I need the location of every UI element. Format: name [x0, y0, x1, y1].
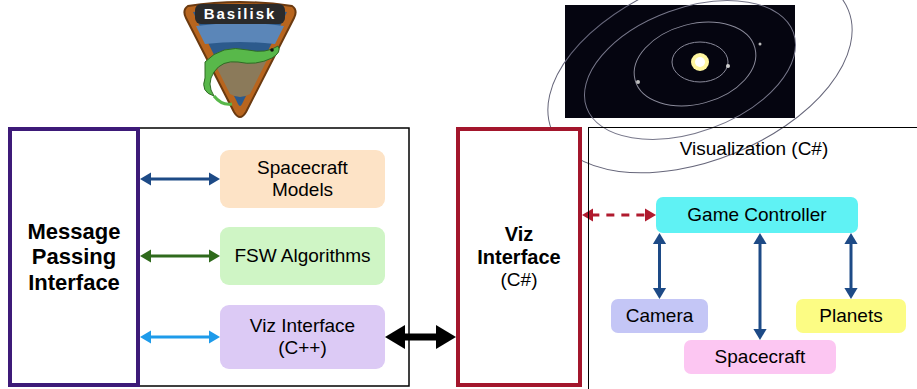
region-box: Visualization (C#) Game ControllerCamera P… [588, 127, 917, 389]
arrowhead [385, 325, 405, 349]
arrowhead [844, 233, 857, 244]
connector-line [850, 242, 853, 289]
connector [582, 208, 656, 221]
arrowhead [140, 330, 151, 343]
connector-line [149, 255, 210, 258]
process-box: Game Controller [656, 197, 858, 233]
node-label: Spacecraft Models [234, 157, 371, 201]
arrowhead [645, 208, 656, 221]
arrowhead [209, 330, 220, 343]
interface-panel: Message Passing Interface [8, 127, 140, 387]
process-box: Spacecraft [684, 340, 836, 374]
connector-line [591, 214, 646, 217]
connector [140, 330, 220, 343]
connector [844, 233, 857, 299]
basilisk-logo [184, 2, 295, 117]
arrowhead [753, 329, 766, 340]
arrowhead [436, 325, 456, 349]
arrowhead [753, 233, 766, 244]
node-label: Planets [819, 305, 882, 327]
connector-line [402, 334, 439, 341]
connector-line [149, 336, 210, 339]
connector-line [149, 178, 210, 181]
connector [385, 325, 456, 349]
arrowhead [653, 233, 666, 244]
node-label: Game Controller [687, 204, 826, 226]
arrowhead [140, 249, 151, 262]
connector [140, 172, 220, 185]
connector-line [759, 242, 762, 330]
process-box: Planets [796, 299, 906, 333]
arrowhead [844, 288, 857, 299]
process-box: Spacecraft Models [220, 150, 385, 208]
system-frame [9, 128, 409, 386]
connector [753, 233, 766, 340]
node-label: Viz Interface (C++) [234, 315, 371, 359]
connector [140, 249, 220, 262]
arrowhead [209, 172, 220, 185]
node-label: Visualization (C#) [669, 138, 839, 160]
node-label: Viz Interface [466, 223, 572, 269]
node-sublabel: (C#) [501, 269, 538, 291]
arrowhead [209, 249, 220, 262]
node-label: Camera [626, 305, 694, 327]
process-box: Camera [611, 299, 708, 333]
arrowhead [653, 288, 666, 299]
connector-line [658, 242, 661, 289]
process-box: FSW Algorithms [220, 227, 385, 285]
node-label: FSW Algorithms [234, 245, 370, 267]
interface-panel: Viz Interface(C#) [456, 127, 582, 387]
process-box: Viz Interface (C++) [220, 305, 385, 369]
node-label: Spacecraft [715, 346, 806, 368]
arrowhead [140, 172, 151, 185]
node-label: Message Passing Interface [12, 219, 136, 295]
logo-text: Basilisk [195, 5, 285, 22]
connector [653, 233, 666, 299]
